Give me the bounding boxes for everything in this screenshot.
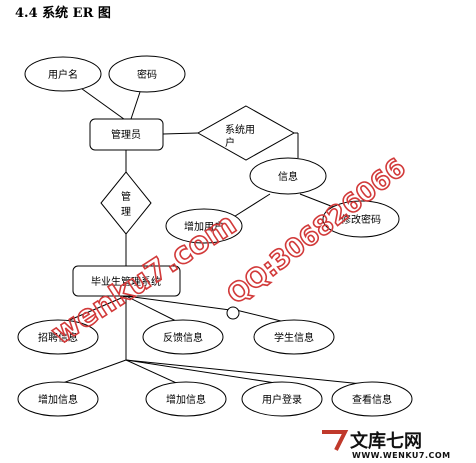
line-system-addinfo2 (125, 359, 184, 387)
logo-brand-text: 文库七网 (350, 430, 422, 452)
connectors (57, 85, 373, 387)
attr-username-label: 用户名 (48, 68, 78, 81)
line-system-login (125, 359, 283, 385)
attr-add-info-2-label: 增加信息 (166, 393, 206, 406)
attr-recruit-info-label: 招聘信息 (38, 331, 78, 344)
attr-feedback-info-label: 反馈信息 (163, 331, 203, 344)
attr-feedback-info: 反馈信息 (142, 319, 224, 355)
attr-user-login-label: 用户登录 (262, 393, 302, 406)
section-heading: 4.4 系统 ER 图 (15, 6, 111, 21)
attr-password-label: 密码 (137, 68, 157, 81)
attr-add-info-2: 增加信息 (145, 381, 227, 417)
entity-system: 毕业生管理系统 (72, 265, 181, 297)
line-username-admin (77, 85, 129, 123)
attr-user-login: 用户登录 (241, 381, 323, 417)
line-admin-sysuser (162, 132, 199, 135)
rel-manage-label-2: 理 (121, 206, 131, 218)
line-info-adduser (231, 193, 271, 219)
entity-system-label: 毕业生管理系统 (91, 275, 161, 288)
attr-add-user: 增加用户 (165, 208, 243, 244)
line-password-admin (129, 91, 141, 123)
attr-modify-password: 修改密码 (322, 200, 400, 238)
line-system-student-b (235, 309, 286, 323)
small-circle (226, 306, 240, 320)
attr-info-label: 信息 (278, 170, 298, 183)
rel-manage: 管 理 (100, 171, 152, 235)
line-system-view (125, 359, 373, 386)
line-system-addinfo1 (59, 359, 127, 385)
attr-username: 用户名 (24, 56, 102, 92)
entity-admin: 管理员 (89, 118, 164, 151)
logo-site-text: WWW.WENKU7.COM (352, 451, 451, 460)
attr-view-info-label: 查看信息 (352, 393, 392, 406)
rel-manage-label-1: 管 (121, 190, 131, 203)
rel-system-user-label-2: 户 (225, 136, 235, 149)
line-info-modifypw (299, 193, 337, 209)
attr-student-info: 学生信息 (253, 319, 335, 355)
entity-admin-label: 管理员 (111, 128, 141, 141)
rel-system-user: 系统用 户 (196, 105, 296, 161)
attr-student-info-label: 学生信息 (274, 331, 314, 344)
attr-add-user-label: 增加用户 (184, 220, 224, 233)
site-logo: 文库七网 WWW.WENKU7.COM (322, 430, 451, 460)
attr-recruit-info: 招聘信息 (17, 319, 99, 355)
logo-mark-icon (322, 430, 349, 451)
attr-add-info-1-label: 增加信息 (38, 393, 78, 406)
attr-info: 信息 (249, 157, 327, 195)
attr-password: 密码 (108, 55, 186, 93)
line-system-student-a (125, 295, 231, 311)
attr-view-info: 查看信息 (331, 381, 413, 417)
rel-system-user-label-1: 系统用 (225, 123, 255, 136)
attr-modify-password-label: 修改密码 (341, 213, 381, 226)
line-system-feedback (125, 295, 181, 324)
attr-add-info-1: 增加信息 (17, 381, 99, 417)
